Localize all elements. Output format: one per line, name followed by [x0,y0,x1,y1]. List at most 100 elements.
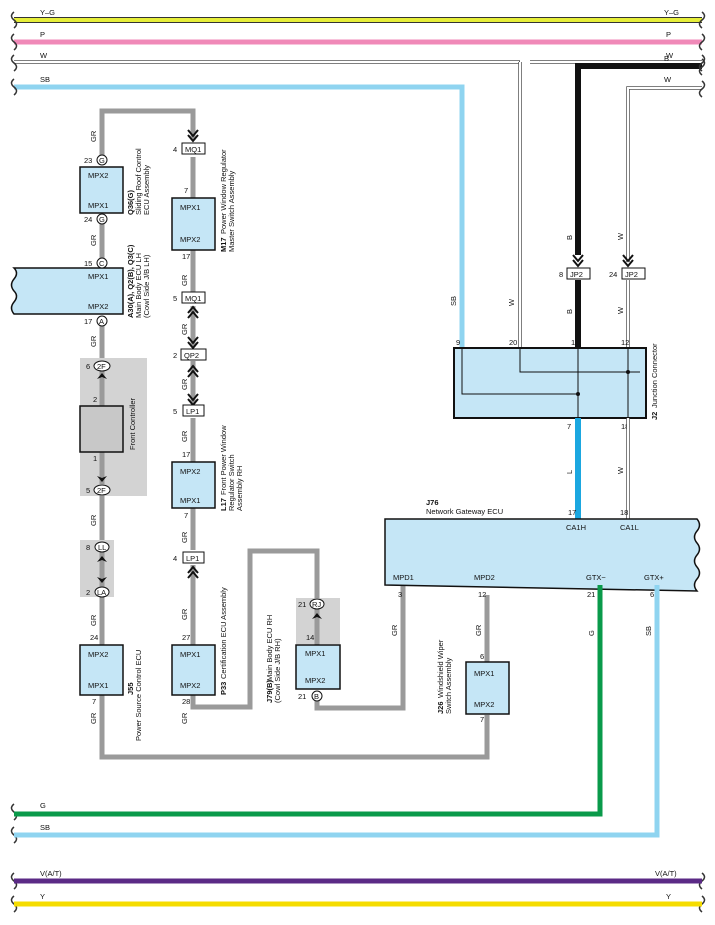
a30-pin-top: MPX1 [88,272,108,281]
bus-sb: SB [14,75,465,348]
p33-pin-bottom-no: 28 [182,697,190,706]
qp2-no: 2 [173,351,177,360]
la-label: LA [97,588,106,597]
bus-sb-label-left: SB [40,75,50,84]
bus-w-label-right: W [666,51,674,60]
gr-label-9: GR [180,378,189,390]
a30-name2: (Cowl Side J/B LH) [142,254,151,318]
j55-pin-bottom-no: 7 [92,697,96,706]
j76-ca1l: CA1L [620,523,639,532]
front-controller-conn-bottom-no: 5 [86,486,90,495]
m17-code: M17 [219,237,228,252]
bus-w2-label-right: W [664,75,672,84]
q36-pin-bottom-letter: G [99,215,105,224]
j79-pin-bottom-letter: B [314,692,319,701]
gr-label-12: GR [180,608,189,620]
a30-code: A30(A), Q2(B), Q3(C) [126,244,135,318]
j26-pin-bottom-no: 7 [480,715,484,724]
j79-conn: RJ [312,600,321,609]
p33-name: Certification ECU Assembly [219,587,228,679]
front-controller-conn-bottom: 2F [97,486,106,495]
lp1-top-label: LP1 [186,407,199,416]
q36-pin-top-no: 23 [84,156,92,165]
component-ll-la: LL 8 LA 2 [86,541,110,598]
component-a30: MPX1 MPX2 C 15 A 17 A30(A), Q2(B), Q3(C)… [10,244,151,327]
jp2-b-label: JP2 [570,270,583,279]
component-m17: MPX1 MPX2 7 17 M17 Power Window Regulato… [171,149,236,261]
l17-pin-top-no: 17 [182,450,190,459]
m17-pin-top: MPX1 [180,203,200,212]
q36-pin-bottom: MPX1 [88,201,108,210]
j79-name2: (Cowl Side J/B RH) [273,638,282,703]
bus-break-marks-right [698,11,706,913]
j76-ca1h-no: 17 [568,508,576,517]
j76-mpd2: MPD2 [474,573,495,582]
j2-code: J2 [650,412,659,420]
bus-break-marks-left [10,11,18,913]
j26-name: Windshield Wiper [436,639,445,698]
g-label: G [587,630,596,636]
a30-pin-bottom-letter: A [99,317,104,326]
j79-code: J79(B) [265,680,274,703]
j76-code: J76 [426,498,439,507]
jp2-w-no: 24 [609,270,617,279]
j2-pin-20: 20 [509,338,517,347]
j55-pin-bottom: MPX1 [88,681,108,690]
component-j79: MPX1 MPX2 14 RJ 21 B 21 J79(B) Main Body… [265,598,341,703]
lp1-top-no: 5 [173,407,177,416]
gr-label-7: GR [180,274,189,286]
gr-wire [99,108,490,760]
m17-pin-bottom: MPX2 [180,235,200,244]
jp2-b-no: 8 [559,270,563,279]
j2-name: Junction Connector [650,343,659,408]
component-q36: MPX2 MPX1 G 23 G 24 Q36(G) Sliding Roof … [79,148,151,225]
j79-pin-top-no: 14 [306,633,314,642]
sb-label-2: SB [644,626,653,636]
bus-p-label-left: P [40,30,45,39]
bus-y: Y Y [14,892,702,907]
gr-label-5: GR [89,614,98,626]
gr-label-8: GR [180,323,189,335]
j2-pin-7: 7 [567,422,571,431]
b-label-1: B [565,235,574,240]
gr-label-10: GR [180,430,189,442]
q36-pin-top: MPX2 [88,171,108,180]
front-controller-name: Front Controller [128,397,137,450]
j55-pin-top-no: 24 [90,633,98,642]
j55-pin-top: MPX2 [88,650,108,659]
j76-gtxp-no: 6 [650,590,654,599]
w-label-3: W [507,298,516,306]
gr-label-6: GR [89,712,98,724]
j76-name: Network Gateway ECU [426,507,503,516]
j76-ca1l-no: 18 [620,508,628,517]
j55-code: J55 [126,682,135,695]
l17-pin-bottom-no: 7 [184,511,188,520]
bus-p-label-right: P [666,30,671,39]
sb-wire-bottom [14,585,660,838]
mq1-bot-label: MQ1 [185,294,201,303]
j76-gtxp: GTX+ [644,573,664,582]
front-controller-conn-top: 2F [97,362,106,371]
j26-pin-top-no: 6 [480,652,484,661]
l17-name: Front Power Window [219,425,228,495]
sb-label-1: SB [449,296,458,306]
component-j26: MPX1 MPX2 6 7 J26 Windshield Wiper Switc… [436,639,510,724]
gr-label-14: GR [390,624,399,636]
m17-pin-top-no: 7 [184,186,188,195]
j2-pin-9: 9 [456,338,460,347]
gr-label-3: GR [89,335,98,347]
j26-name2: Switch Assembly [444,657,453,714]
j76-mpd2-no: 12 [478,590,486,599]
gr-label-4: GR [89,514,98,526]
p33-pin-top-no: 27 [182,633,190,642]
a30-pin-top-letter: C [99,259,105,268]
j79-name: Main Body ECU RH [265,615,274,681]
ll-label: LL [98,543,106,552]
l17-pin-bottom: MPX1 [180,496,200,505]
bus-sb2-label-left: SB [40,823,50,832]
component-j76: J76 Network Gateway ECU 17 18 CA1H CA1L … [384,498,701,599]
lp1-bot-label: LP1 [186,554,199,563]
j76-mpd1-no: 3 [398,590,402,599]
l17-pin-top: MPX2 [180,467,200,476]
